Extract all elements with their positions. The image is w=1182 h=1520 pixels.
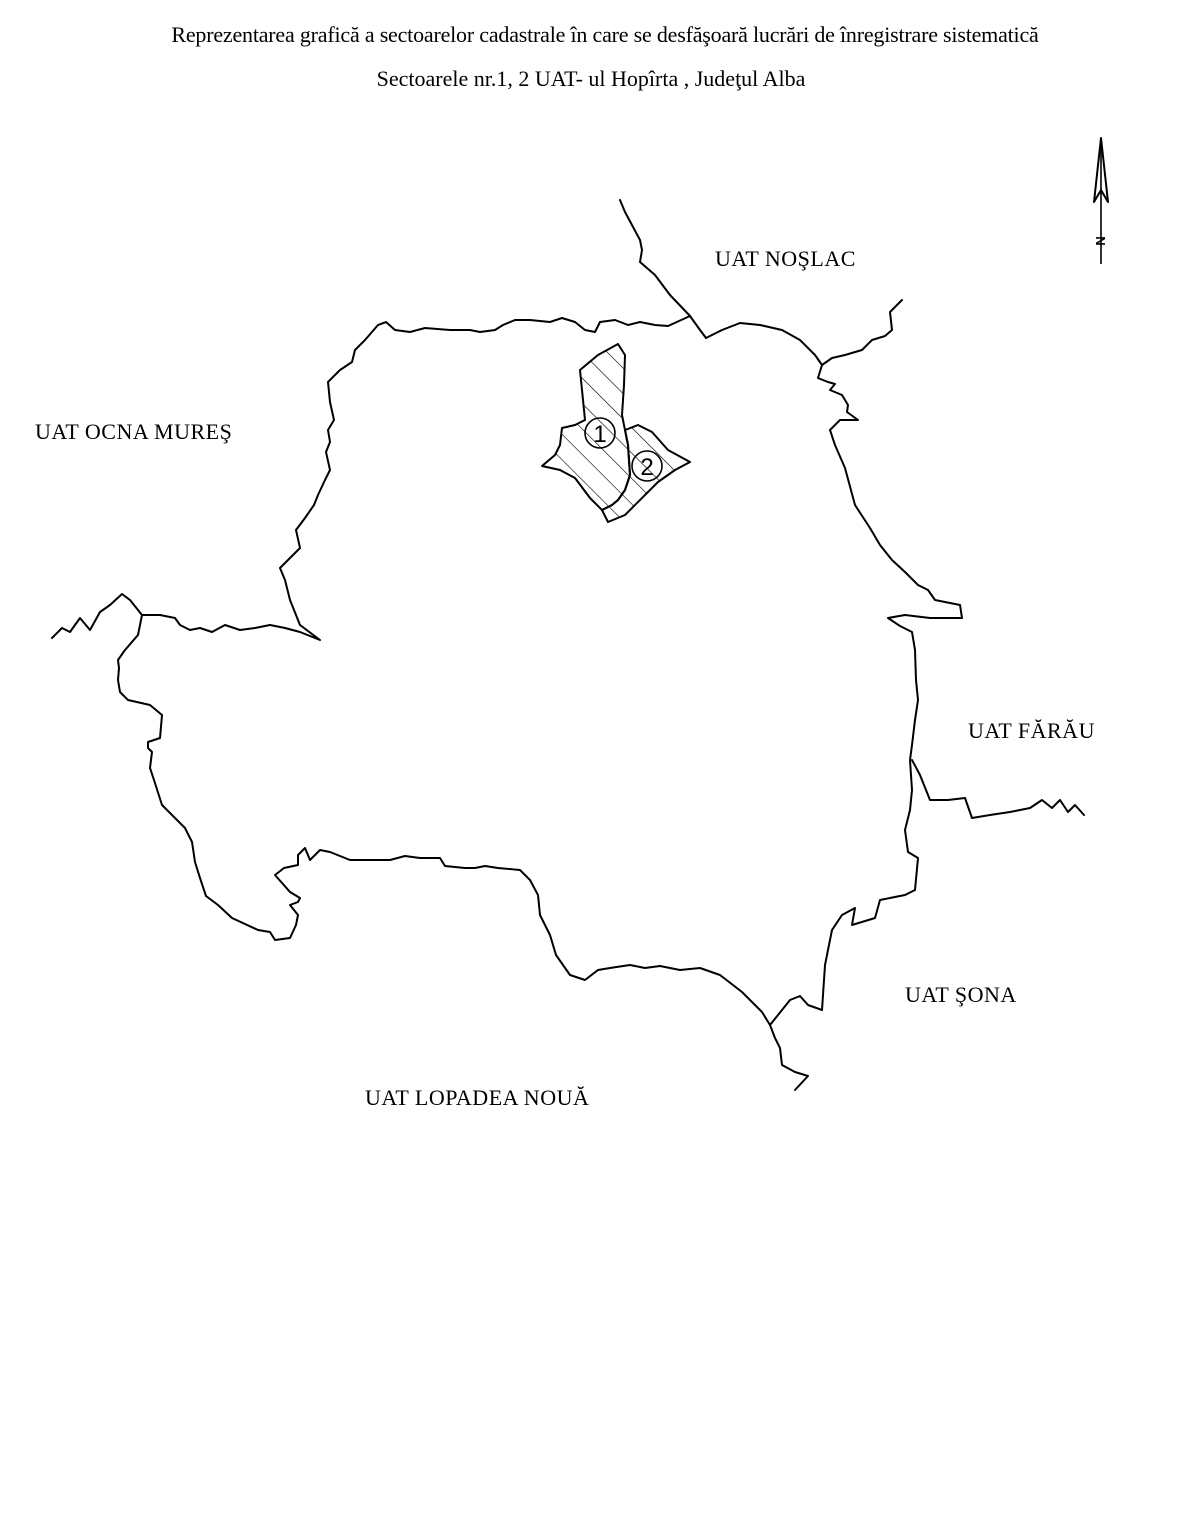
boundary-north xyxy=(619,199,691,317)
neighbor-label-southeast: UAT ŞONA xyxy=(905,982,1017,1007)
north-letter: N xyxy=(1093,236,1108,245)
neighbor-label-east: UAT FĂRĂU xyxy=(968,718,1095,743)
boundary-south xyxy=(769,1024,809,1091)
boundary-northeast xyxy=(821,299,903,366)
neighbor-label-south: UAT LOPADEA NOUĂ xyxy=(365,1085,589,1110)
map-subtitle: Sectoarele nr.1, 2 UAT- ul Hopîrta , Jud… xyxy=(376,66,806,91)
sector-2-label: 2 xyxy=(631,450,663,482)
neighbor-label-west: UAT OCNA MUREŞ xyxy=(35,419,232,444)
north-arrow-icon: N xyxy=(1093,137,1109,264)
boundary-west xyxy=(51,593,143,639)
svg-text:1: 1 xyxy=(593,421,606,448)
map-title: Reprezentarea grafică a sectoarelor cada… xyxy=(171,22,1039,47)
svg-text:2: 2 xyxy=(640,454,653,481)
sector-1-label: 1 xyxy=(584,417,616,449)
sector-2 xyxy=(601,424,691,523)
boundary-east xyxy=(911,759,1085,819)
neighbor-label-north: UAT NOŞLAC xyxy=(715,246,856,271)
uat-boundary xyxy=(117,315,963,1026)
